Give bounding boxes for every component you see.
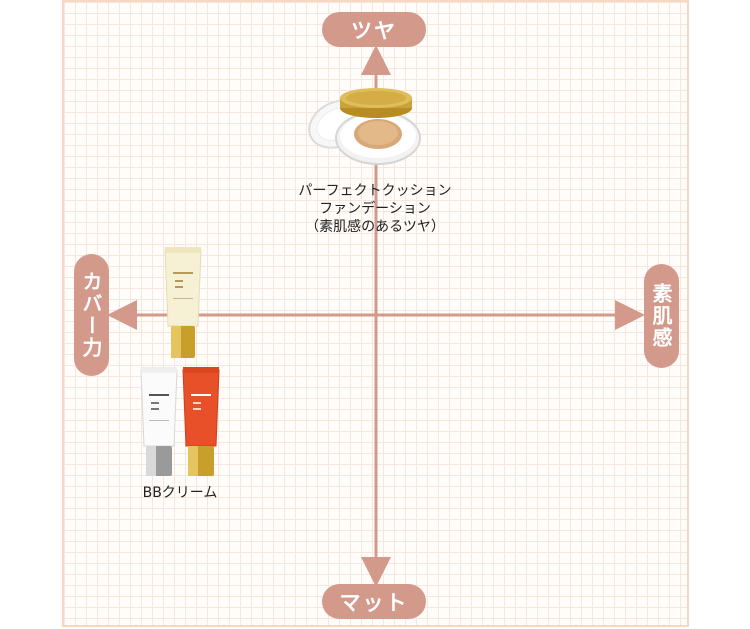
cushion-compact-image (308, 88, 421, 165)
axis-label-tsuya: ツヤ (322, 12, 426, 47)
bb-cream-caption: BBクリーム (142, 485, 218, 501)
axis-label-matte: マット (322, 584, 426, 619)
cushion-note: （素肌感のあるツヤ） (305, 219, 445, 235)
cushion-name-line1: パーフェクトクッション (298, 183, 452, 199)
bb-cream-tube-orange (182, 367, 220, 476)
bb-cream-tube-ivory (164, 247, 202, 358)
cushion-name-line2: ファンデーション (319, 201, 431, 217)
axis-label-bare-skin: 素肌感 (644, 264, 679, 368)
axis-label-coverage: カバー力 (74, 254, 109, 376)
bb-cream-tube-white (140, 367, 178, 476)
cushion-caption: パーフェクトクッション ファンデーション （素肌感のあるツヤ） (270, 182, 480, 236)
